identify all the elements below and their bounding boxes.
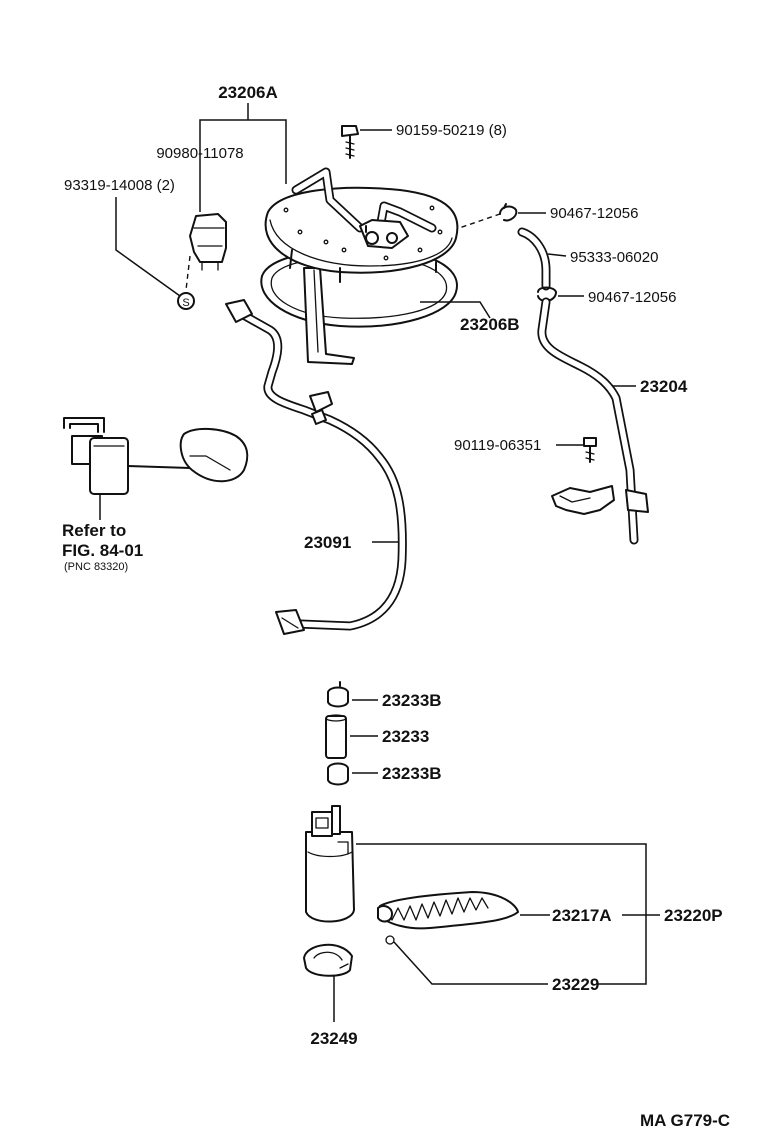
fuel-sender-gauge-icon <box>63 417 249 495</box>
pump-cushion-icon <box>303 943 353 977</box>
retainer-cap-icon-bottom <box>327 762 349 786</box>
label-23217a: 23217A <box>552 906 612 925</box>
bolt-icon <box>341 125 359 159</box>
label-23233: 23233 <box>382 727 429 746</box>
label-23233b-bottom: 23233B <box>382 764 442 783</box>
clamp-icon-top <box>499 203 518 222</box>
label-23204: 23204 <box>640 377 688 396</box>
label-90980-11078: 90980-11078 <box>156 145 243 162</box>
part-labels: 23206A 90980-11078 93319-14008 (2) 90159… <box>62 83 730 1130</box>
refer-to-line2: FIG. 84-01 <box>62 541 143 560</box>
label-90159-50219: 90159-50219 (8) <box>396 122 507 139</box>
clip-icon <box>385 935 395 945</box>
connector-icon <box>189 213 227 271</box>
screw-circle-label: S <box>182 297 189 309</box>
label-95333-06020: 95333-06020 <box>570 249 658 266</box>
label-90467-12056-top: 90467-12056 <box>550 205 638 222</box>
label-23233b-top: 23233B <box>382 691 442 710</box>
hose-icon <box>517 227 551 291</box>
retainer-cap-icon-top <box>327 681 349 708</box>
label-23229: 23229 <box>552 975 599 994</box>
fuel-tube-icon <box>225 299 407 635</box>
label-23220p: 23220P <box>664 906 723 925</box>
label-93319-14008: 93319-14008 (2) <box>64 177 175 194</box>
label-23091: 23091 <box>304 533 351 552</box>
screw-circle-icon: S <box>177 292 195 310</box>
fuel-pump-icon <box>305 805 355 923</box>
label-90119-06351: 90119-06351 <box>454 437 541 454</box>
fuel-pump-bracket-icon <box>260 167 459 365</box>
refer-to-line1: Refer to <box>62 521 126 540</box>
refer-to-line3: (PNC 83320) <box>64 561 128 573</box>
return-tube-icon <box>537 297 649 545</box>
screw-icon <box>583 437 597 463</box>
label-23249: 23249 <box>310 1029 357 1048</box>
diagram-code: MA G779-C <box>640 1111 730 1130</box>
fuel-filter-icon <box>377 891 519 930</box>
label-23206a: 23206A <box>218 83 278 102</box>
cushion-icon <box>325 714 347 759</box>
label-23206b: 23206B <box>460 315 520 334</box>
label-90467-12056-lower: 90467-12056 <box>588 289 676 306</box>
